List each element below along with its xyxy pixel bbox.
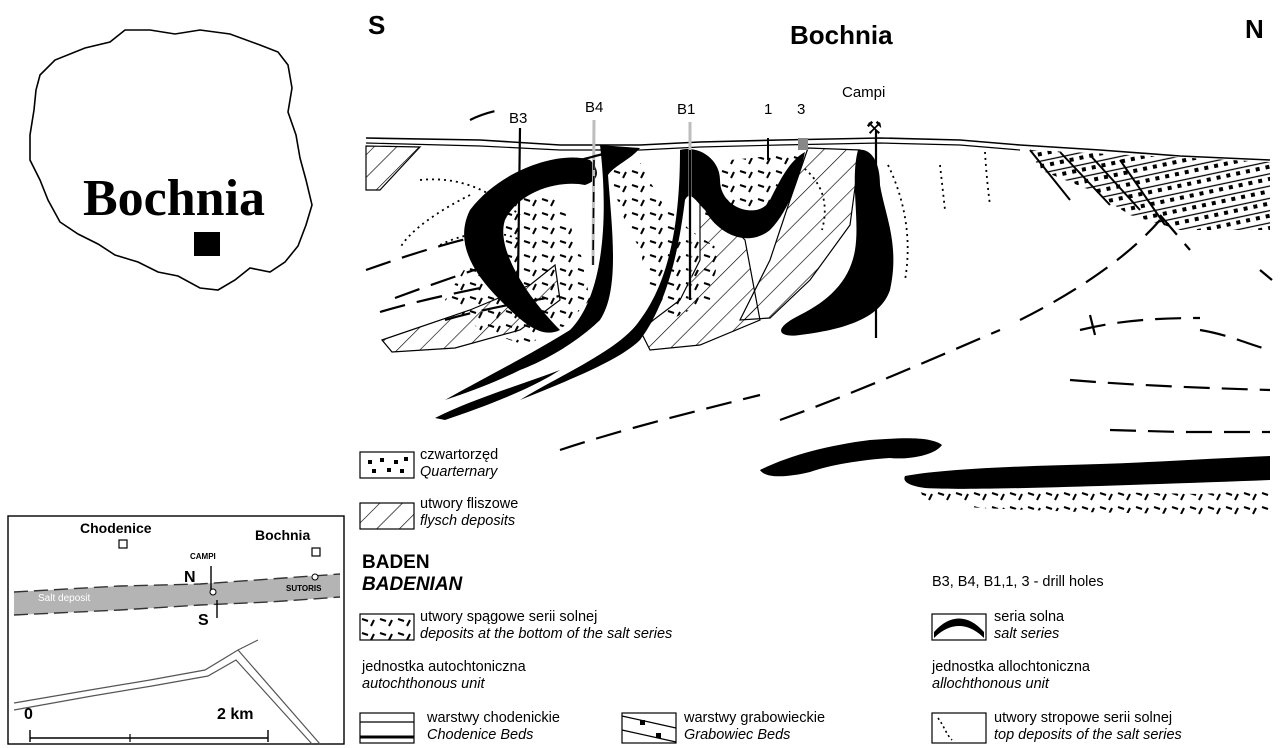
legend-bottom: utwory spągowe serii solnej deposits at … xyxy=(420,609,672,643)
legend-drill-note: B3, B4, B1,1, 3 - drill holes xyxy=(932,574,1104,591)
legend-grabowiec-en: Grabowiec Beds xyxy=(684,727,825,744)
mine-icon: ⚒ xyxy=(866,118,882,139)
legend-allochthonous-pl: jednostka allochtoniczna xyxy=(932,659,1090,676)
poland-map-label: Bochnia xyxy=(83,170,265,228)
legend-quaternary: czwartorzęd Quarternary xyxy=(420,447,498,481)
campi-map-label: CAMPI xyxy=(190,552,216,561)
legend-top-pl: utwory stropowe serii solnej xyxy=(994,710,1182,727)
legend-salt-en: salt series xyxy=(994,626,1064,643)
bochnia-marker xyxy=(194,232,220,256)
legend-baden: BADEN xyxy=(362,552,430,574)
legend-top: utwory stropowe serii solnej top deposit… xyxy=(994,710,1182,744)
salt-lens-1 xyxy=(760,438,942,476)
bottom-deposits-base xyxy=(920,488,1270,520)
legend-bottom-symbol xyxy=(360,614,414,640)
drill-label-1: 1 xyxy=(764,101,772,118)
legend-top-en: top deposits of the salt series xyxy=(994,727,1182,744)
legend-badenian: BADENIAN xyxy=(362,574,462,596)
scale-end-label: 2 km xyxy=(217,706,253,724)
legend-grabowiec-pl: warstwy grabowieckie xyxy=(684,710,825,727)
flysch-left xyxy=(366,146,420,190)
poland-outline xyxy=(30,30,312,290)
legend-quaternary-pl: czwartorzęd xyxy=(420,447,498,464)
legend-top-symbol xyxy=(932,713,986,743)
legend-autochthonous-en: autochthonous unit xyxy=(362,676,526,693)
location-map-frame xyxy=(8,516,344,744)
legend-autochthonous-pl: jednostka autochtoniczna xyxy=(362,659,526,676)
drill-3 xyxy=(798,138,808,150)
legend-allochthonous: jednostka allochtoniczna allochthonous u… xyxy=(932,659,1090,693)
salt-lens-2 xyxy=(904,456,1270,489)
legend-bottom-en: deposits at the bottom of the salt serie… xyxy=(420,626,672,643)
south-label: S xyxy=(368,10,385,41)
legend-flysch-pl: utwory fliszowe xyxy=(420,496,518,513)
drill-label-3: 3 xyxy=(797,101,805,118)
sutoris-map-label: SUTORIS xyxy=(286,584,321,593)
drill-label-b1: B1 xyxy=(677,101,695,118)
legend-chodenice-en: Chodenice Beds xyxy=(427,727,560,744)
legend-quaternary-en: Quarternary xyxy=(420,464,498,481)
grabowiec-beds xyxy=(1030,150,1270,230)
legend-grabowiec: warstwy grabowieckie Grabowiec Beds xyxy=(684,710,825,744)
north-label: N xyxy=(1245,14,1264,45)
drill-label-b4: B4 xyxy=(585,99,603,116)
chodenice-label: Chodenice xyxy=(80,520,152,536)
drill-label-b3: B3 xyxy=(509,110,527,127)
legend-salt: seria solna salt series xyxy=(994,609,1064,643)
legend-chodenice-pl: warstwy chodenickie xyxy=(427,710,560,727)
legend-autochthonous: jednostka autochtoniczna autochthonous u… xyxy=(362,659,526,693)
legend-bottom-pl: utwory spągowe serii solnej xyxy=(420,609,672,626)
legend-salt-pl: seria solna xyxy=(994,609,1064,626)
legend-quaternary-symbol xyxy=(360,452,414,478)
legend-chodenice: warstwy chodenickie Chodenice Beds xyxy=(427,710,560,744)
legend-allochthonous-en: allochthonous unit xyxy=(932,676,1090,693)
map-south-label: S xyxy=(198,612,209,630)
salt-deposit-label: Salt deposit xyxy=(38,593,90,604)
section-title: Bochnia xyxy=(790,20,893,51)
legend-flysch-symbol xyxy=(360,503,414,529)
bochnia-town-label: Bochnia xyxy=(255,527,310,543)
map-north-label: N xyxy=(184,569,196,587)
legend-flysch-en: flysch deposits xyxy=(420,513,518,530)
scale-zero-label: 0 xyxy=(24,706,33,724)
legend-flysch: utwory fliszowe flysch deposits xyxy=(420,496,518,530)
campi-label: Campi xyxy=(842,84,885,101)
